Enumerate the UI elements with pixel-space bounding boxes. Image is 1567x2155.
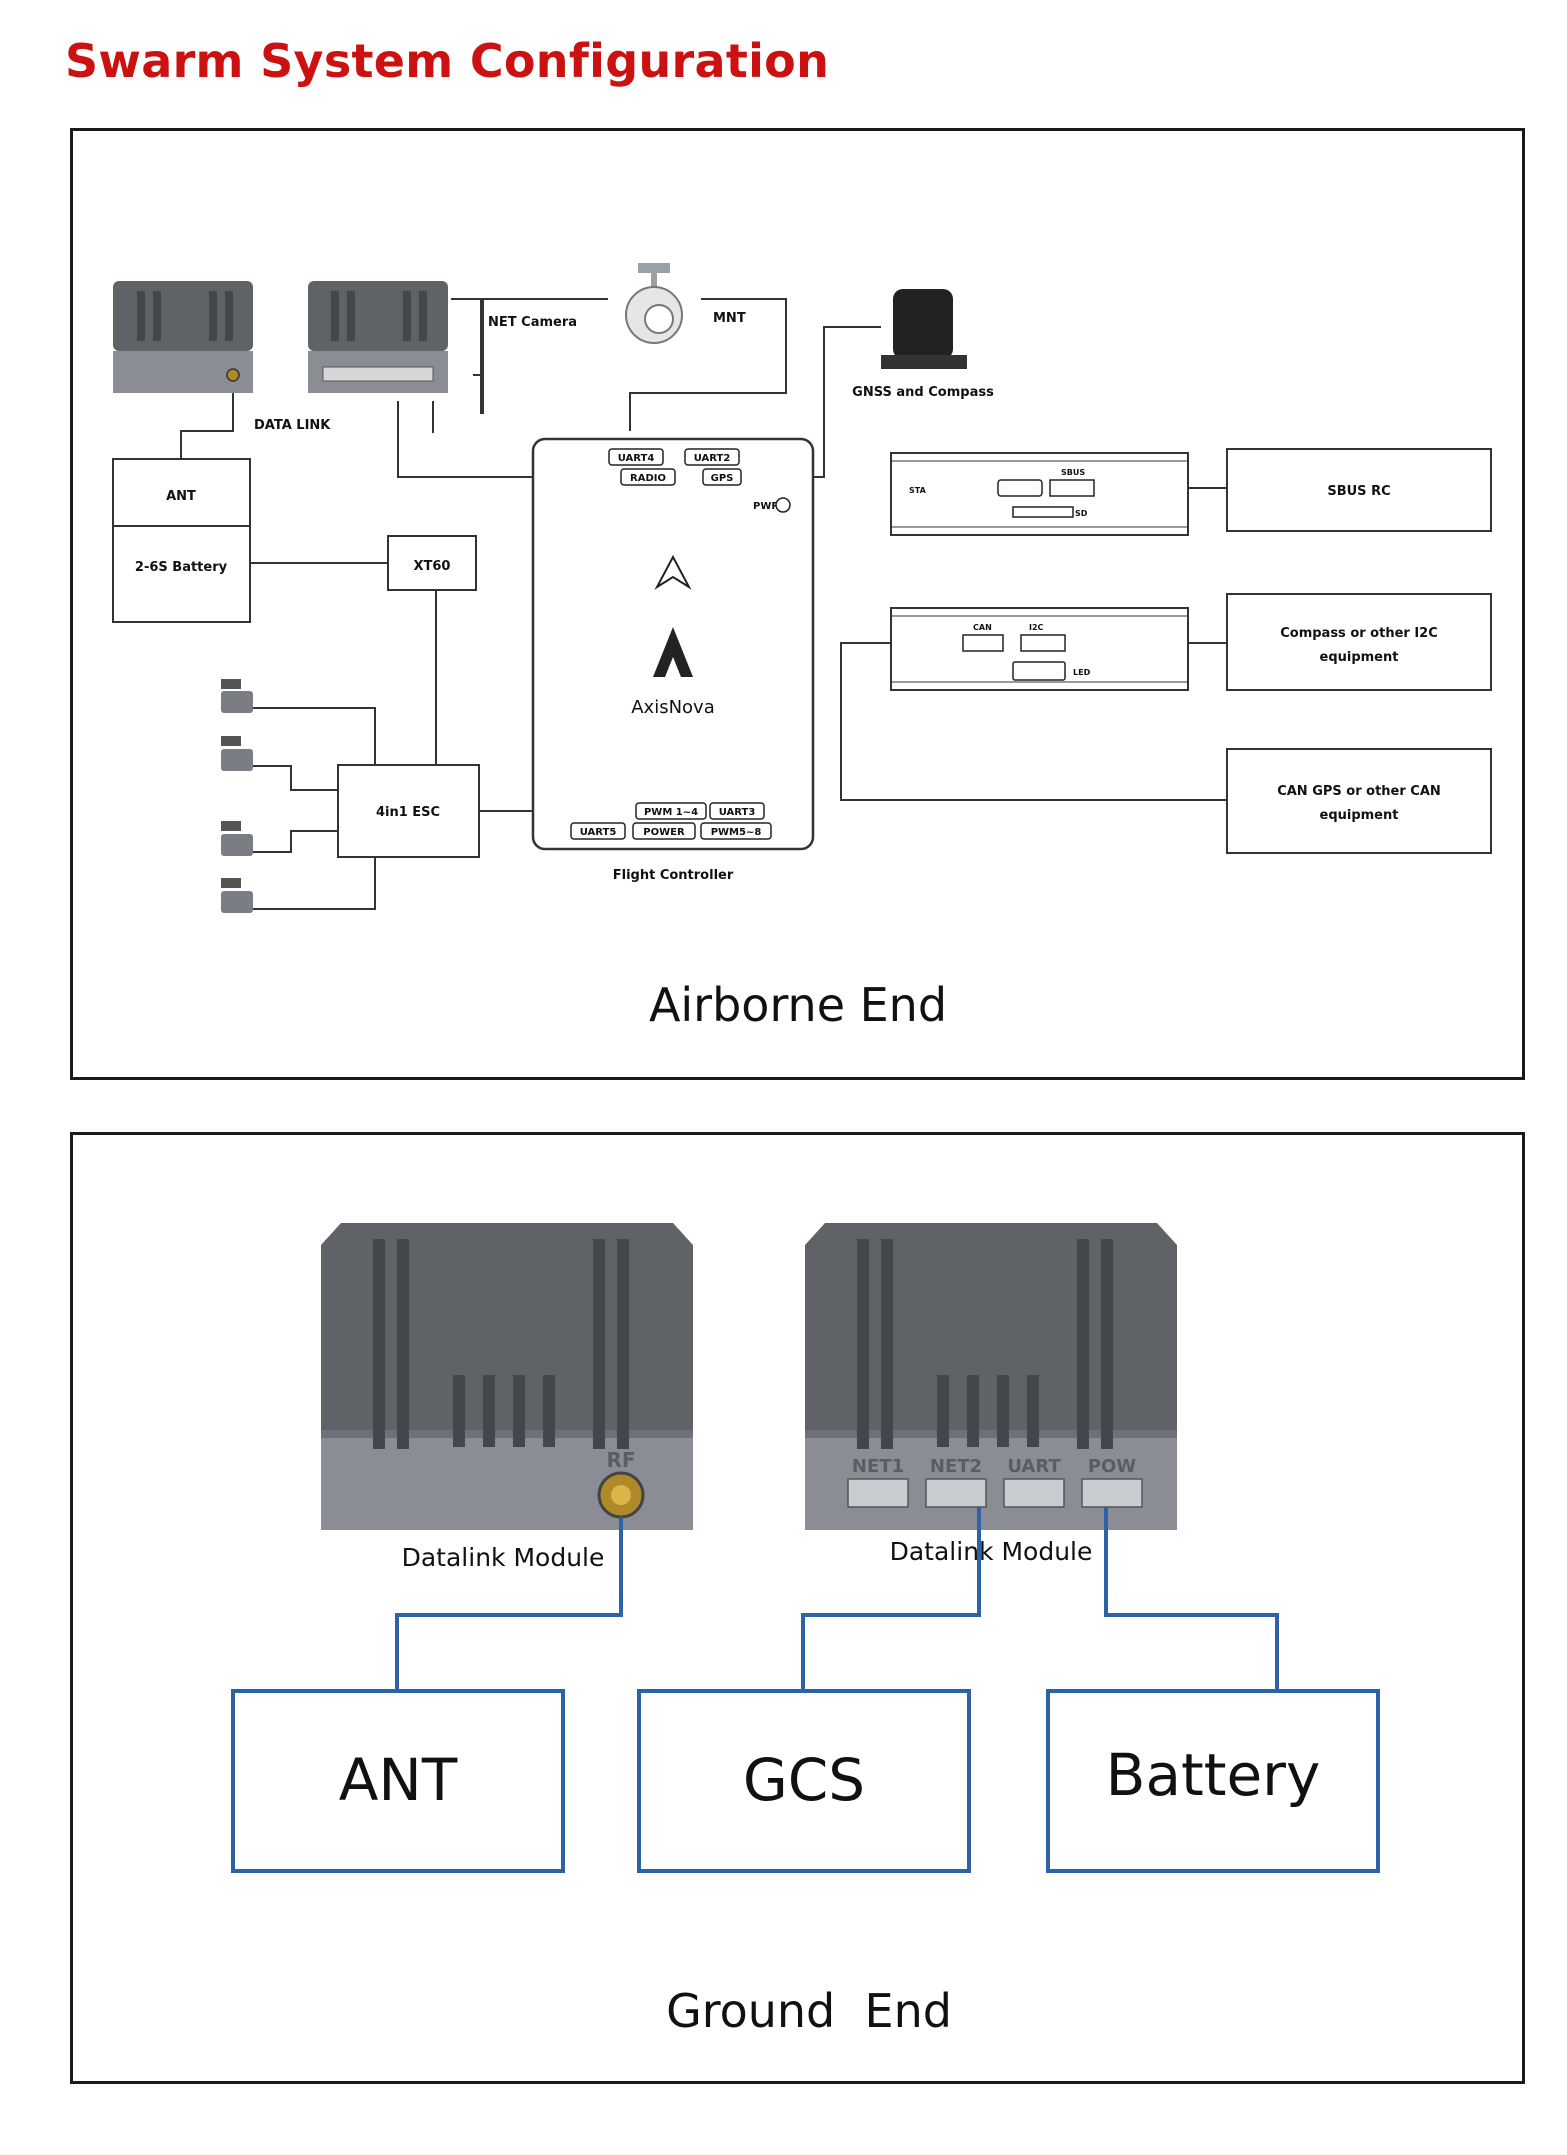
sbus-rc-box xyxy=(1226,448,1492,532)
sbus-board xyxy=(890,452,1189,536)
esc-label: 4in1 ESC xyxy=(376,805,440,820)
compass-i2c-label-2: equipment xyxy=(1320,650,1399,665)
ground-connections xyxy=(395,1507,1279,1691)
axisnova-logo-icon xyxy=(653,627,693,677)
port-gps xyxy=(702,468,742,486)
can-gps-label-1: CAN GPS or other CAN xyxy=(1277,784,1441,799)
ground-datalink-left-label: Datalink Module xyxy=(402,1543,605,1572)
can-gps-box xyxy=(1226,748,1492,854)
ground-datalink-module-net xyxy=(805,1223,1177,1530)
ground-rf-label: RF xyxy=(606,1448,635,1472)
ground-datalink-right-label: Datalink Module xyxy=(890,1537,1093,1566)
motor-3 xyxy=(221,821,253,856)
page-title: Swarm System Configuration xyxy=(65,34,830,88)
port-power xyxy=(632,822,696,840)
gnss-icon xyxy=(881,289,967,369)
battery-label: 2-6S Battery xyxy=(135,560,228,575)
port-uart2-label: UART2 xyxy=(694,453,731,464)
ground-ant-box xyxy=(231,1689,565,1873)
ground-section-title: Ground End xyxy=(666,1984,952,2038)
datalink-module-net xyxy=(308,281,448,393)
port-uart5-label: UART5 xyxy=(580,827,617,838)
link-datalink-camera xyxy=(451,298,484,414)
ground-port-uart: UART xyxy=(1007,1456,1061,1477)
esc-box xyxy=(337,764,480,858)
airborne-section-title: Airborne End xyxy=(649,978,947,1032)
link-rf-ant xyxy=(395,1517,623,1691)
link-motor-2 xyxy=(253,765,338,791)
camera-icon xyxy=(625,263,683,344)
port-uart4 xyxy=(608,448,664,466)
pwr-label: PWR xyxy=(753,501,779,512)
net-camera-label: NET Camera xyxy=(488,315,577,330)
i2c-port-label: I2C xyxy=(1029,623,1044,632)
battery-box xyxy=(112,525,251,623)
airborne-diagram: DATA LINK ANT 2-6S Battery XT60 4in1 ESC… xyxy=(112,263,1492,1032)
can-port-label: CAN xyxy=(973,623,992,632)
ant-label: ANT xyxy=(166,489,196,504)
gnss-label: GNSS and Compass xyxy=(852,385,994,400)
sbus-port-label: SBUS xyxy=(1061,468,1085,477)
sbus-rc-label: SBUS RC xyxy=(1327,484,1390,499)
link-motor-1 xyxy=(253,707,376,765)
compass-i2c-box xyxy=(1226,593,1492,691)
port-uart4-label: UART4 xyxy=(618,453,655,464)
ground-ant-label: ANT xyxy=(339,1746,458,1814)
link-camera-mnt xyxy=(629,298,787,431)
datalink-label: DATA LINK xyxy=(254,418,331,433)
direction-arrow-icon xyxy=(654,554,692,590)
motor-1 xyxy=(221,679,253,713)
i2c-can-board xyxy=(890,607,1189,691)
ground-diagram: RF Datalink Module NET1 NET2 UART POW Da… xyxy=(231,1223,1380,2038)
ground-panel: RF Datalink Module NET1 NET2 UART POW Da… xyxy=(70,1132,1525,2084)
ground-gcs-box xyxy=(637,1689,971,1873)
can-gps-label-2: equipment xyxy=(1320,808,1399,823)
brand-label: AxisNova xyxy=(631,697,715,718)
port-pwm14-label: PWM 1~4 xyxy=(644,807,698,818)
port-pwm14 xyxy=(635,802,707,820)
link-net2-gcs xyxy=(801,1507,981,1691)
ground-gcs-label: GCS xyxy=(743,1746,865,1814)
ground-battery-box xyxy=(1046,1689,1380,1873)
port-pwm58-label: PWM5~8 xyxy=(711,827,762,838)
motor-2 xyxy=(221,736,253,771)
link-net-camera xyxy=(482,298,608,413)
pwr-led-icon xyxy=(775,497,791,513)
compass-i2c-label-1: Compass or other I2C xyxy=(1280,626,1438,641)
port-gps-label: GPS xyxy=(711,473,734,484)
port-uart5 xyxy=(570,822,626,840)
motor-4 xyxy=(221,878,253,913)
port-power-label: POWER xyxy=(643,827,685,838)
ground-port-pow: POW xyxy=(1088,1456,1136,1477)
ground-battery-label: Battery xyxy=(1106,1741,1321,1809)
port-radio xyxy=(620,468,676,486)
xt60-box xyxy=(387,535,477,591)
ant-box xyxy=(112,458,251,530)
mnt-label: MNT xyxy=(713,311,746,326)
link-pow-battery xyxy=(1104,1507,1279,1691)
led-label: LED xyxy=(1073,668,1091,677)
link-datalink-ant xyxy=(180,393,234,459)
ground-port-net1: NET1 xyxy=(852,1456,904,1477)
ground-port-net2: NET2 xyxy=(930,1456,982,1477)
sta-label: STA xyxy=(909,486,927,495)
port-radio-label: RADIO xyxy=(630,473,666,484)
ground-datalink-module-rf xyxy=(321,1223,693,1530)
port-uart3 xyxy=(709,802,765,820)
sd-label: SD xyxy=(1075,509,1088,518)
port-uart2 xyxy=(684,448,740,466)
datalink-module-rf xyxy=(113,281,253,393)
link-motor-3 xyxy=(253,830,338,853)
link-motor-4 xyxy=(253,857,376,910)
port-pwm58 xyxy=(700,822,772,840)
flight-controller-label: Flight Controller xyxy=(613,868,734,883)
xt60-label: XT60 xyxy=(414,559,451,574)
port-uart3-label: UART3 xyxy=(719,807,756,818)
airborne-panel: DATA LINK ANT 2-6S Battery XT60 4in1 ESC… xyxy=(70,128,1525,1080)
